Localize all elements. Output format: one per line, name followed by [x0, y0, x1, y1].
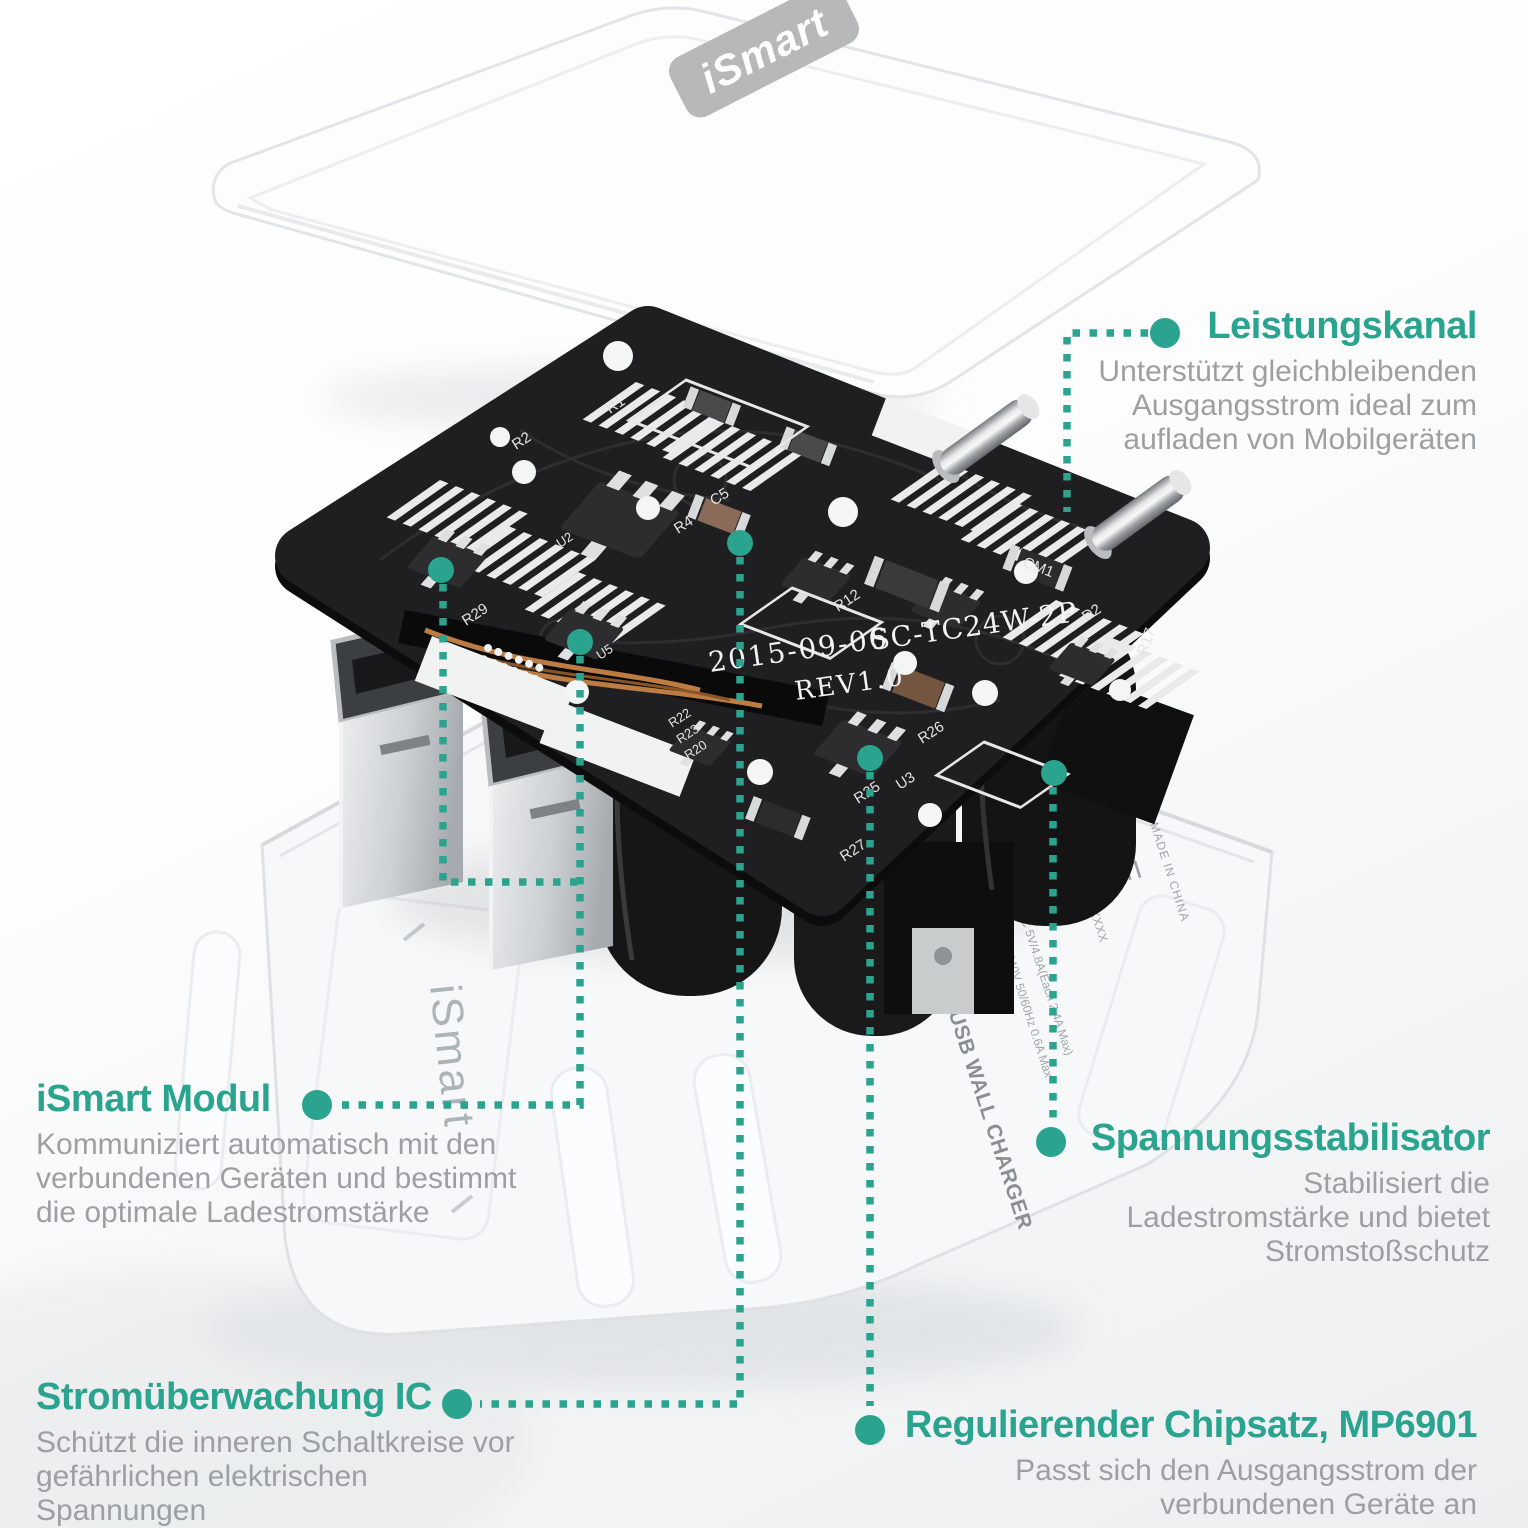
leader-ismart-modul [342, 584, 584, 1109]
callout-dots [302, 318, 1180, 1445]
callout-leaders [342, 329, 1148, 1408]
charger-lid: iSmart [211, 0, 1261, 399]
callout-stromueberwachung: Stromüberwachung IC Schützt die inneren … [36, 1376, 515, 1528]
callout-leistungskanal-title: Leistungskanal [1207, 305, 1477, 347]
dot-spannungs-title [1036, 1127, 1066, 1157]
dot-ismart-pcb-a [428, 557, 454, 583]
dot-stromueberwachung-pcb [727, 530, 753, 556]
callout-regulierender-chipsatz-desc: Passt sich den Ausgangsstrom der verbund… [1015, 1453, 1477, 1522]
callout-regulierender-chipsatz: Regulierender Chipsatz, MP6901 Passt sic… [904, 1404, 1478, 1522]
pcb-dot-matrix [475, 644, 544, 695]
dot-ismart-pcb-b [567, 629, 593, 655]
callout-leistungskanal: Leistungskanal Unterstützt gleichbleiben… [1098, 305, 1477, 457]
callout-stromueberwachung-title: Stromüberwachung IC [36, 1376, 432, 1418]
dot-regulierender-pcb [857, 745, 883, 771]
callout-ismart-modul-desc: Kommuniziert automatisch mit den verbund… [36, 1127, 517, 1230]
dot-spannungs-pcb [1041, 760, 1067, 786]
callout-spannungsstabilisator-desc: Stabilisiert die Ladestromstärke und bie… [1126, 1166, 1490, 1269]
logo-divider-ticks [402, 922, 474, 1214]
callout-leistungskanal-desc: Unterstützt gleichbleibenden Ausgangsstr… [1098, 354, 1477, 457]
callout-spannungsstabilisator-title: Spannungsstabilisator [1090, 1117, 1491, 1159]
dot-stromueberwachung-title [442, 1389, 472, 1419]
callout-ismart-modul-title: iSmart Modul [36, 1078, 271, 1120]
case-molding [173, 893, 1226, 1308]
plug-pins [932, 394, 1192, 560]
pcb-components [386, 341, 1200, 841]
callout-regulierender-chipsatz-title: Regulierender Chipsatz, MP6901 [904, 1404, 1478, 1446]
callout-stromueberwachung-desc: Schützt die inneren Schaltkreise vor gef… [36, 1425, 515, 1528]
dot-regulierender-title [855, 1415, 885, 1445]
dot-leistungskanal-title [1150, 318, 1180, 348]
leader-stromueberwachung [480, 557, 744, 1408]
callout-spannungsstabilisator: Spannungsstabilisator Stabilisiert die L… [1090, 1117, 1491, 1269]
dot-ismart-title [302, 1090, 332, 1120]
callout-ismart-modul: iSmart Modul Kommuniziert automatisch mi… [36, 1078, 517, 1230]
